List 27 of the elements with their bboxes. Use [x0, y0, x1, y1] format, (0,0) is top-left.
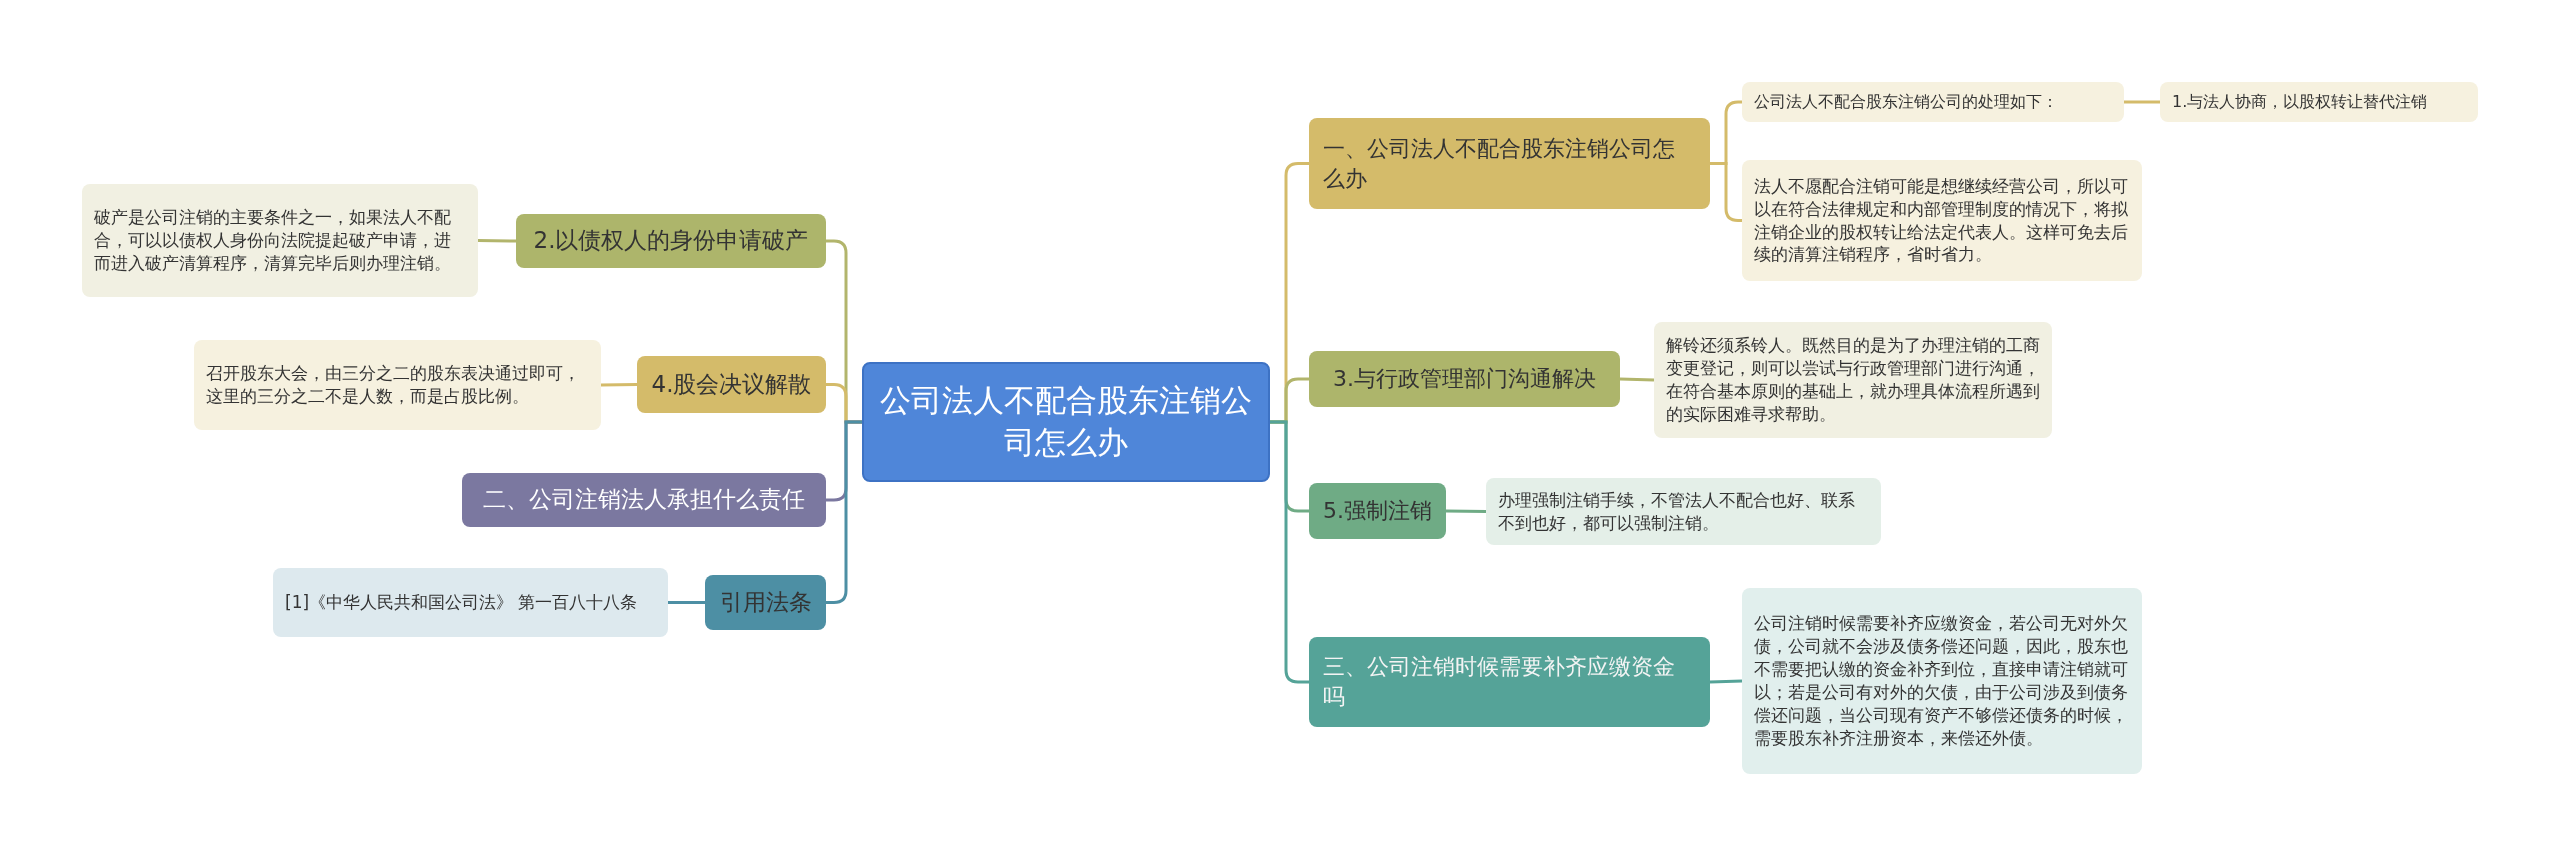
topic-box: 三、公司注销时候需要补齐应缴资金吗 [1309, 637, 1710, 727]
connector-line [1270, 420, 1309, 684]
note-box: [1]《中华人民共和国公司法》 第一百八十八条 [273, 568, 668, 637]
topic-box: 4.股会决议解散 [637, 356, 826, 413]
note-box: 破产是公司注销的主要条件之一，如果法人不配合，可以以债权人身份向法院提起破产申请，进而进入破产清算程序，清算完毕后则办理注销。 [82, 184, 478, 297]
connector-line [600, 383, 638, 387]
central-topic-box: 公司法人不配合股东注销公司怎么办 [862, 362, 1270, 482]
connector-line [477, 239, 517, 243]
note-box: 办理强制注销手续，不管法人不配合也好、联系不到也好，都可以强制注销。 [1486, 478, 1881, 545]
note-box: 法人不愿配合注销可能是想继续经营公司，所以可以在符合法律规定和内部管理制度的情况下，将拟注销企业的股权转让给法定代表人。这样可免去后续的清算注销程序，省时省力。 [1742, 160, 2142, 281]
note-box: 1.与法人协商，以股权转让替代注销 [2160, 82, 2478, 122]
note-box: 公司注销时候需要补齐应缴资金，若公司无对外欠债，公司就不会涉及债务偿还问题，因此，股东也不需要把认缴的资金补齐到位，直接申请注销就可以；若是公司有对外的欠债，由于公司涉及到债务偿还问题，当公司现有资产不够偿还债务的时候，需要股东补齐注册资本，来偿还外债。 [1742, 588, 2142, 774]
connector-line [668, 601, 705, 604]
topic-box: 5.强制注销 [1309, 483, 1446, 539]
connector-line [1619, 377, 1655, 382]
connector-line [1445, 509, 1487, 513]
note-box: 解铃还须系铃人。既然目的是为了办理注销的工商变更登记，则可以尝试与行政管理部门进行沟通，在符合基本原则的基础上，就办理具体流程所遇到的实际困难寻求帮助。 [1654, 322, 2052, 438]
topic-box: 引用法条 [705, 575, 826, 630]
topic-box: 一、公司法人不配合股东注销公司怎么办 [1309, 118, 1710, 209]
connector-line [826, 420, 862, 604]
note-box: 公司法人不配合股东注销公司的处理如下： [1742, 82, 2124, 122]
topic-box: 2.以债权人的身份申请破产 [516, 214, 826, 268]
topic-box: 二、公司注销法人承担什么责任 [462, 473, 826, 527]
connector-line [2124, 100, 2160, 104]
topic-box: 3.与行政管理部门沟通解决 [1309, 351, 1620, 407]
connector-line [1709, 679, 1743, 684]
note-box: 召开股东大会，由三分之二的股东表决通过即可，这里的三分之二不是人数，而是占股比例。 [194, 340, 601, 430]
